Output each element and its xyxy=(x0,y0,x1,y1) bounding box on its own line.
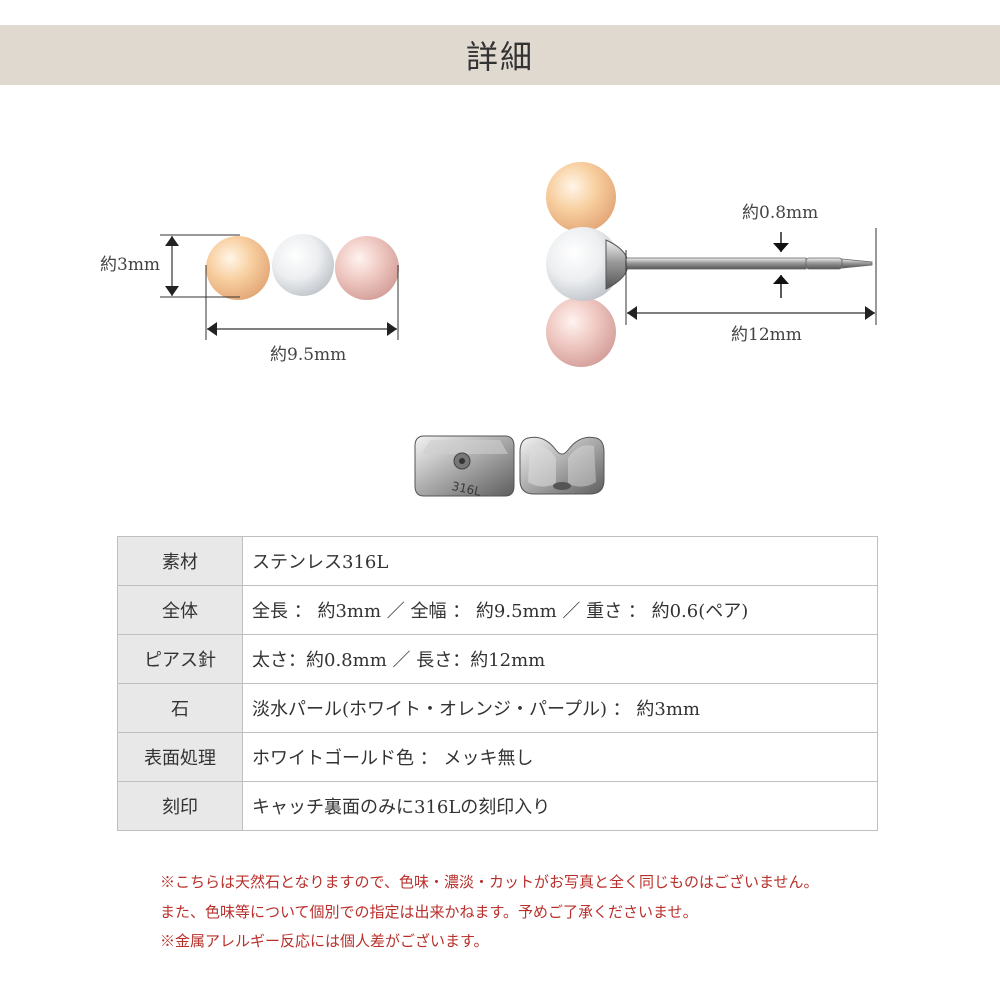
post-groove-1 xyxy=(805,257,843,270)
white-pearl xyxy=(272,234,334,296)
spec-value: キャッチ裏面のみに316Lの刻印入り xyxy=(242,781,878,831)
table-row: 素材 ステンレス316L xyxy=(117,536,878,586)
width-arrow-left xyxy=(207,322,217,336)
front-view: 約3mm 約9.5mm xyxy=(100,234,399,365)
side-orange-pearl xyxy=(546,162,616,232)
side-white-pearl xyxy=(546,227,620,301)
spec-label: 石 xyxy=(117,683,243,733)
length-arrow-left xyxy=(627,306,637,320)
spec-label: 刻印 xyxy=(117,781,243,831)
front-height-label: 約3mm xyxy=(100,255,160,275)
post-tip xyxy=(841,258,873,269)
thickness-arrow-bottom xyxy=(773,275,789,284)
table-row: ピアス針 太さ：約0.8mm ／ 長さ：約12mm xyxy=(117,634,878,684)
section-title: 詳細 xyxy=(465,38,534,76)
spec-label: 全体 xyxy=(117,585,243,635)
length-arrow-right xyxy=(865,306,875,320)
catch-slot xyxy=(553,482,571,490)
height-arrow-down xyxy=(165,286,179,296)
pearl-cup xyxy=(605,239,629,290)
table-row: 表面処理 ホワイトゴールド色 ： メッキ無し xyxy=(117,732,878,782)
spec-value: ステンレス316L xyxy=(242,536,878,586)
spec-label: 表面処理 xyxy=(117,732,243,782)
spec-label: 素材 xyxy=(117,536,243,586)
post-length-label: 約12mm xyxy=(731,325,802,345)
spec-value: 淡水パール(ホワイト・オレンジ・パープル) ： 約3mm xyxy=(242,683,878,733)
disclaimer-notes: ※こちらは天然石となりますので、色味・濃淡・カットがお写真と全く同じものはござい… xyxy=(160,868,920,957)
earring-catch-front xyxy=(519,436,605,495)
spec-value: 全長 ： 約3mm ／ 全幅 ： 約9.5mm ／ 重さ ： 約0.6(ペア) xyxy=(242,585,878,635)
product-diagram: 約3mm 約9.5mm 約0.8mm 約12mm xyxy=(100,162,877,499)
height-arrow-up xyxy=(165,236,179,246)
width-arrow-right xyxy=(387,322,397,336)
section-header: 詳細 xyxy=(0,25,1000,85)
side-view: 約0.8mm 約12mm xyxy=(546,162,877,367)
table-row: 石 淡水パール(ホワイト・オレンジ・パープル) ： 約3mm xyxy=(117,683,878,733)
spec-label: ピアス針 xyxy=(117,634,243,684)
spec-table: 素材 ステンレス316L 全体 全長 ： 約3mm ／ 全幅 ： 約9.5mm … xyxy=(117,536,878,831)
table-row: 全体 全長 ： 約3mm ／ 全幅 ： 約9.5mm ／ 重さ ： 約0.6(ペ… xyxy=(117,585,878,635)
ear-post xyxy=(625,257,807,270)
note-line: ※金属アレルギー反応には個人差がございます。 xyxy=(160,932,489,950)
catch-engraving: 316L xyxy=(450,479,482,499)
front-width-label: 約9.5mm xyxy=(270,345,346,365)
thickness-arrow-top xyxy=(773,243,789,252)
spec-value: ホワイトゴールド色 ： メッキ無し xyxy=(242,732,878,782)
orange-pearl xyxy=(206,236,270,300)
earring-catch-back: 316L xyxy=(414,435,515,499)
purple-pearl xyxy=(335,236,399,300)
note-line: ※こちらは天然石となりますので、色味・濃淡・カットがお写真と全く同じものはござい… xyxy=(160,873,819,891)
side-purple-pearl xyxy=(546,297,616,367)
note-line: また、色味等について個別での指定は出来かねます。予めご了承くださいませ。 xyxy=(160,902,698,921)
table-row: 刻印 キャッチ裏面のみに316Lの刻印入り xyxy=(117,781,878,831)
spec-value: 太さ：約0.8mm ／ 長さ：約12mm xyxy=(242,634,878,684)
post-thickness-label: 約0.8mm xyxy=(742,203,818,223)
